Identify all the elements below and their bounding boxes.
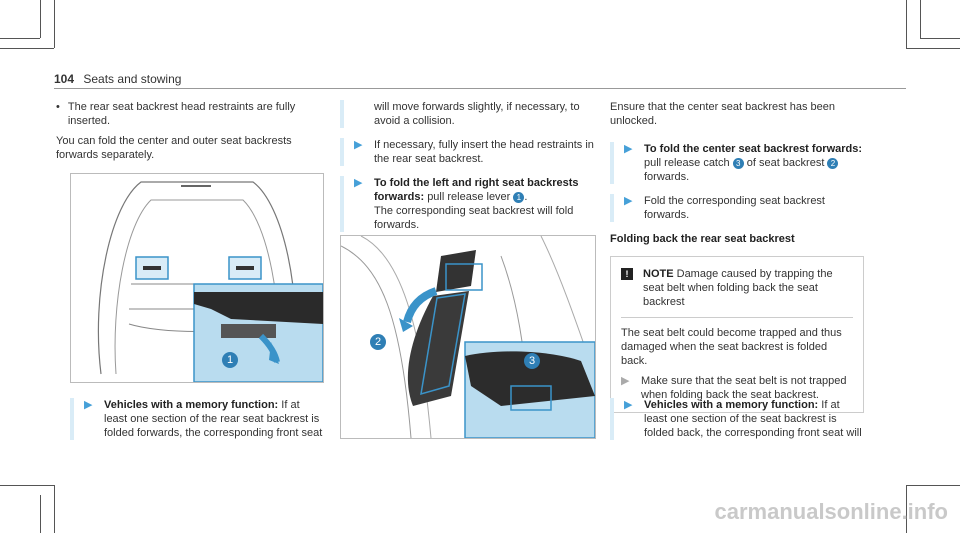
page-number: 104 [54,72,75,86]
column-1: • The rear seat backrest head restraints… [56,100,324,168]
note-step-text: Make sure that the seat belt is not trap… [641,375,847,401]
crop-mark [54,485,55,533]
crop-mark [0,48,54,49]
crop-mark [40,0,41,38]
step-title: To fold the center seat backrest forward… [644,143,863,155]
rear-seat-illustration [341,236,595,438]
step-bar [610,142,614,184]
callout-ref-3: 3 [732,157,744,169]
step-text: If at least one section of the rear seat… [104,399,323,439]
step-fold-left-right: ▶ To fold the left and right seat backre… [340,176,596,232]
bullet-icon: • [56,101,60,113]
header-rule [54,88,906,89]
subheading: Folding back the rear seat backrest [610,233,795,245]
crop-mark [906,0,907,48]
intro-paragraph: You can fold the center and outer seat b… [56,135,292,161]
callout-2: 2 [370,334,386,350]
crop-mark [906,485,960,486]
arrow-icon: ▶ [354,139,363,151]
step-memory-function: ▶ Vehicles with a memory function: If at… [70,398,324,440]
continued-text: ▶ will move forwards slightly, if necess… [340,100,596,128]
figure-rear-seat-overview: 1 [70,173,324,383]
callout-1: 1 [222,352,238,368]
step-text: If necessary, fully insert the head rest… [374,139,594,165]
step-fold-center: ▶ To fold the center seat backrest forwa… [610,142,864,184]
step-bar [340,176,344,232]
figure-rear-seat-backrest: 2 3 [340,235,596,439]
bullet-text: The rear seat backrest head restraints a… [67,101,296,127]
crop-mark [920,38,960,39]
note-body: The seat belt could become trapped and t… [621,327,842,367]
arrow-icon: ▶ [621,375,630,387]
crop-mark [0,485,54,486]
step-bar [340,138,344,166]
trunk-illustration [97,181,323,382]
arrow-icon: ▶ [354,177,363,189]
note-label: NOTE [643,268,674,280]
watermark: carmanualsonline.info [714,499,949,524]
step-fold-corresponding: ▶ Fold the corresponding seat backrest f… [610,194,864,222]
column-3: Ensure that the center seat backrest has… [610,100,864,413]
step-bar [340,100,344,128]
step-bar [610,398,614,440]
step-bar [610,194,614,222]
crop-mark [40,495,41,533]
column-3-steps: ▶ Vehicles with a memory function: If at… [610,398,864,450]
continued-paragraph: will move forwards slightly, if necessar… [374,101,580,127]
callout-ref-1: 1 [513,191,525,203]
step-memory-function-back: ▶ Vehicles with a memory function: If at… [610,398,864,440]
step-text-c: forwards. [644,171,690,183]
crop-mark [906,48,960,49]
step-text-a: pull release catch [644,157,730,169]
column-2: ▶ will move forwards slightly, if necess… [340,100,596,242]
step-result: The corresponding seat backrest will fol… [374,205,574,231]
note-step: ▶ Make sure that the seat belt is not tr… [621,374,853,402]
step-text: Fold the corresponding seat backrest for… [644,195,825,221]
step-title: To fold the left and right seat backrest… [374,177,579,203]
column-1-steps: ▶ Vehicles with a memory function: If at… [70,398,324,450]
step-bar [70,398,74,440]
step-title: Vehicles with a memory function: [644,399,819,411]
crop-mark [54,0,55,48]
arrow-icon: ▶ [624,143,633,155]
step-text-b: of seat backrest [746,157,825,169]
warning-icon: ! [621,268,633,280]
arrow-icon: ▶ [624,195,633,207]
page-header: 104 Seats and stowing [54,72,181,86]
callout-ref-2: 2 [827,157,839,169]
section-title: Seats and stowing [83,72,182,86]
arrow-icon: ▶ [84,399,93,411]
crop-mark [0,38,40,39]
step-text-post: . [524,191,528,203]
note-box: ! NOTE Damage caused by trapping the sea… [610,256,864,413]
step-text-pre: pull release lever [427,191,511,203]
callout-3: 3 [524,353,540,369]
step-insert-head-restraints: ▶ If necessary, fully insert the head re… [340,138,596,166]
note-divider [621,317,853,318]
intro-paragraph: Ensure that the center seat backrest has… [610,101,836,127]
bullet-item: • The rear seat backrest head restraints… [56,100,324,128]
step-text: If at least one section of the seat back… [644,399,862,439]
crop-mark [906,485,907,533]
crop-mark [920,0,921,38]
arrow-icon: ▶ [624,399,633,411]
note-header: ! NOTE Damage caused by trapping the sea… [621,267,853,309]
note-title: Damage caused by trapping the seat belt … [643,268,833,308]
step-title: Vehicles with a memory function: [104,399,279,411]
